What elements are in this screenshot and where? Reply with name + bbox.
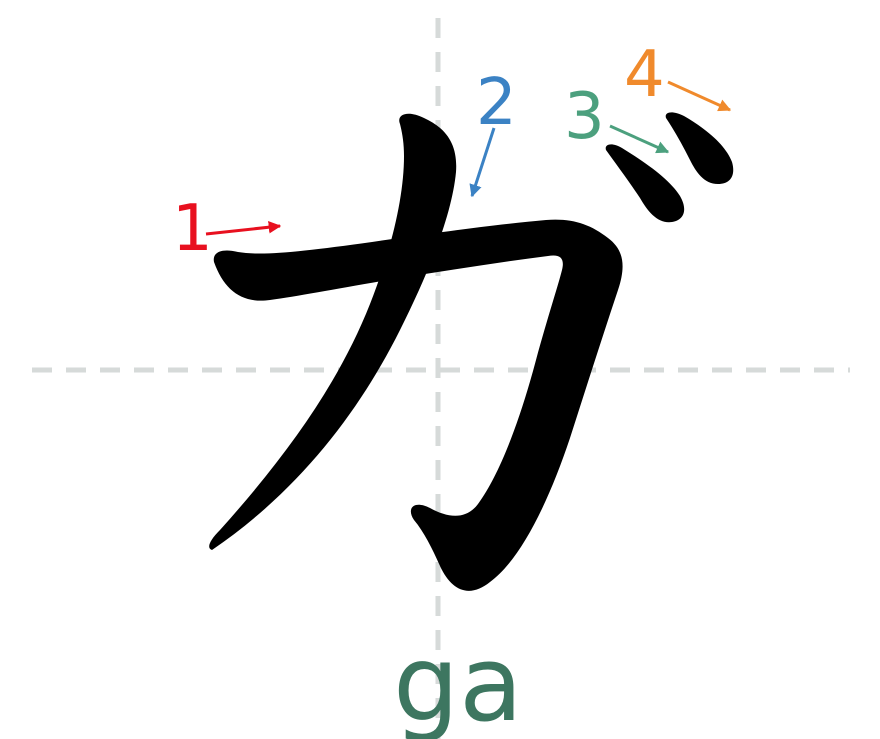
stroke-arrow-4 bbox=[667, 80, 732, 112]
stroke-number-4: 4 bbox=[624, 38, 665, 112]
stroke-marker-1: 1 bbox=[172, 192, 282, 266]
glyph-stroke-4 bbox=[665, 112, 734, 184]
stroke-marker-4: 4 bbox=[624, 38, 732, 112]
glyph-stroke-3 bbox=[605, 144, 685, 223]
stroke-marker-3: 3 bbox=[564, 80, 670, 154]
glyph-stroke-1 bbox=[213, 219, 623, 591]
stroke-number-1: 1 bbox=[172, 192, 213, 266]
stroke-arrow-2 bbox=[469, 127, 496, 198]
stroke-number-3: 3 bbox=[564, 80, 605, 154]
stroke-marker-2: 2 bbox=[469, 66, 517, 198]
glyph-stroke-2 bbox=[209, 113, 457, 551]
stroke-arrow-3 bbox=[609, 124, 670, 154]
katakana-glyph bbox=[209, 112, 734, 591]
stroke-number-2: 2 bbox=[476, 66, 517, 140]
stroke-arrow-1 bbox=[205, 220, 282, 236]
romaji-label: ga bbox=[393, 623, 523, 739]
